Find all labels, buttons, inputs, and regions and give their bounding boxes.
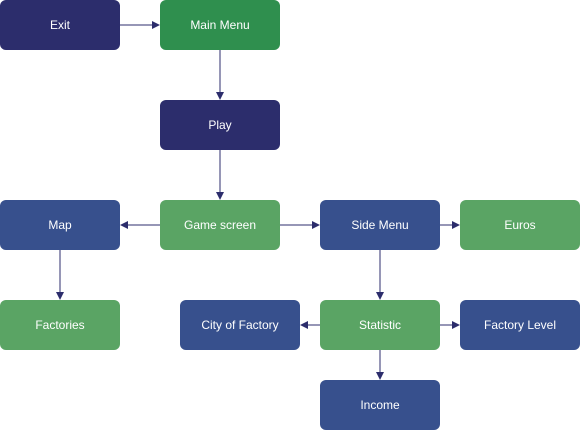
node-exit: Exit [0, 0, 120, 50]
node-euros: Euros [460, 200, 580, 250]
node-factories: Factories [0, 300, 120, 350]
node-map: Map [0, 200, 120, 250]
node-factory-level: Factory Level [460, 300, 580, 350]
node-side-menu: Side Menu [320, 200, 440, 250]
node-city-of-factory: City of Factory [180, 300, 300, 350]
node-income: Income [320, 380, 440, 430]
node-statistic: Statistic [320, 300, 440, 350]
node-game-screen: Game screen [160, 200, 280, 250]
node-main-menu: Main Menu [160, 0, 280, 50]
node-play: Play [160, 100, 280, 150]
